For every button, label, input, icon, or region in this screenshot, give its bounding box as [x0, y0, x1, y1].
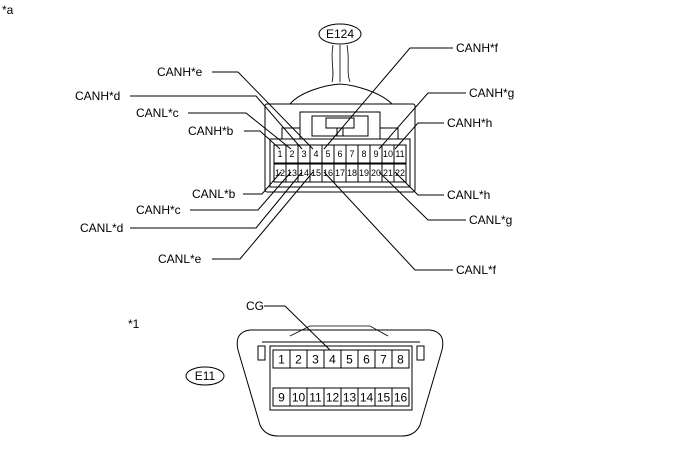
leader-canh-e — [212, 71, 314, 150]
e11-pin-number: 13 — [343, 391, 357, 405]
e11-pin-cell — [391, 387, 410, 407]
e11-pin-number: 8 — [397, 353, 404, 367]
e124-pin-number: 20 — [371, 168, 381, 178]
e124-pin-number: 8 — [361, 149, 366, 159]
leader-canl-e — [212, 171, 314, 260]
e124-pin-block — [269, 138, 411, 188]
e124-body — [264, 103, 416, 193]
e11-pin-block — [269, 345, 413, 411]
label-canl-h: CANL*h — [447, 188, 490, 202]
e124-pin-number: 7 — [349, 149, 354, 159]
e124-pin-number: 17 — [335, 168, 345, 178]
e11-pin-cell — [391, 349, 410, 369]
leader-canh-f — [323, 47, 453, 150]
e11-pin-number: 10 — [292, 391, 306, 405]
e11-guide-left — [257, 345, 266, 361]
leader-canh-g — [378, 92, 466, 150]
e124-pin-number: 18 — [347, 168, 357, 178]
e11-pin-number: 15 — [377, 391, 391, 405]
e124-lock-latch — [325, 117, 355, 129]
e11-pin-number: 11 — [309, 391, 322, 405]
e124-pin-number: 3 — [301, 149, 306, 159]
e124-lock-key — [336, 127, 344, 137]
label-canl-g: CANL*g — [469, 213, 512, 227]
label-canh-h: CANH*h — [447, 116, 492, 130]
e124-pin-number: 1 — [277, 149, 282, 159]
e124-pin-number: 14 — [299, 168, 309, 178]
mark-1: *1 — [128, 317, 140, 331]
label-canh-b: CANH*b — [188, 124, 234, 138]
leader-canl-c — [188, 112, 292, 150]
e11-pin-number: 9 — [278, 391, 285, 405]
e124-pin-number: 13 — [287, 168, 297, 178]
e11-id: E11 — [195, 369, 216, 383]
label-canl-b: CANL*b — [192, 187, 236, 201]
e11-pin-number: 5 — [346, 353, 353, 367]
e11-pin-number: 6 — [363, 353, 370, 367]
label-canh-e: CANH*e — [157, 65, 203, 79]
e124-pin-number: 22 — [395, 168, 405, 178]
e11-pin-number: 7 — [380, 353, 387, 367]
label-canl-e: CANL*e — [158, 252, 202, 266]
e124-pin-cell — [393, 163, 407, 183]
e11-pin-number: 1 — [278, 353, 285, 367]
e124-wire-harness — [331, 44, 351, 83]
label-canl-c: CANL*c — [136, 106, 179, 120]
leader-canl-f — [323, 171, 453, 271]
leader-canl-g — [378, 171, 466, 221]
leader-canl-h — [394, 171, 444, 196]
e124-id: E124 — [326, 27, 354, 41]
e124-labels: CANH*f CANH*e CANH*d CANL*c CANH*b CANH*… — [75, 41, 514, 277]
e11-pin-number: 12 — [326, 391, 340, 405]
e124-pin-number: 16 — [323, 168, 333, 178]
label-canh-g: CANH*g — [469, 86, 514, 100]
e124-hood — [289, 83, 393, 105]
leader-cg — [264, 305, 331, 351]
e124-pin-number: 4 — [313, 149, 318, 159]
leader-canl-b — [243, 171, 282, 195]
label-cg: CG — [246, 299, 264, 313]
leader-canh-d — [130, 95, 303, 150]
e124-pin-number: 10 — [383, 149, 393, 159]
e124-pin-cell — [393, 144, 407, 164]
leader-canh-h — [394, 122, 444, 150]
label-canl-f: CANL*f — [456, 263, 497, 277]
leader-canh-c — [190, 171, 292, 211]
e11-pin-number: 4 — [329, 353, 336, 367]
e124-pin-number: 6 — [337, 149, 342, 159]
label-canh-f: CANH*f — [456, 41, 499, 55]
e124-lock-frame — [299, 111, 381, 139]
e124-pin-number: 5 — [325, 149, 330, 159]
leader-canh-b — [244, 130, 281, 150]
e124-pin-number: 2 — [289, 149, 294, 159]
e11-pin-number: 14 — [360, 391, 374, 405]
e124-pin-number: 19 — [359, 168, 369, 178]
mark-a: *a — [2, 3, 14, 17]
label-canl-d: CANL*d — [80, 221, 123, 235]
e124-pin-number: 9 — [373, 149, 378, 159]
e11-id-bubble — [185, 366, 225, 386]
e124-pin-number: 11 — [395, 149, 404, 159]
e11-pin-number: 2 — [295, 353, 302, 367]
e11-pin-number: 3 — [312, 353, 319, 367]
e124-pin-number: 15 — [311, 168, 321, 178]
e11-body — [236, 329, 444, 437]
leader-canl-d — [130, 171, 303, 229]
e11-key-notch — [289, 325, 389, 337]
e124-pin-number: 21 — [383, 168, 393, 178]
label-canh-c: CANH*c — [136, 203, 181, 217]
e124-id-bubble — [318, 23, 362, 45]
e124-leaders — [130, 47, 466, 271]
label-canh-d: CANH*d — [75, 89, 120, 103]
e11-guide-right — [416, 345, 425, 361]
e11-pin-number: 16 — [394, 391, 408, 405]
e124-lock-tab — [311, 115, 369, 137]
